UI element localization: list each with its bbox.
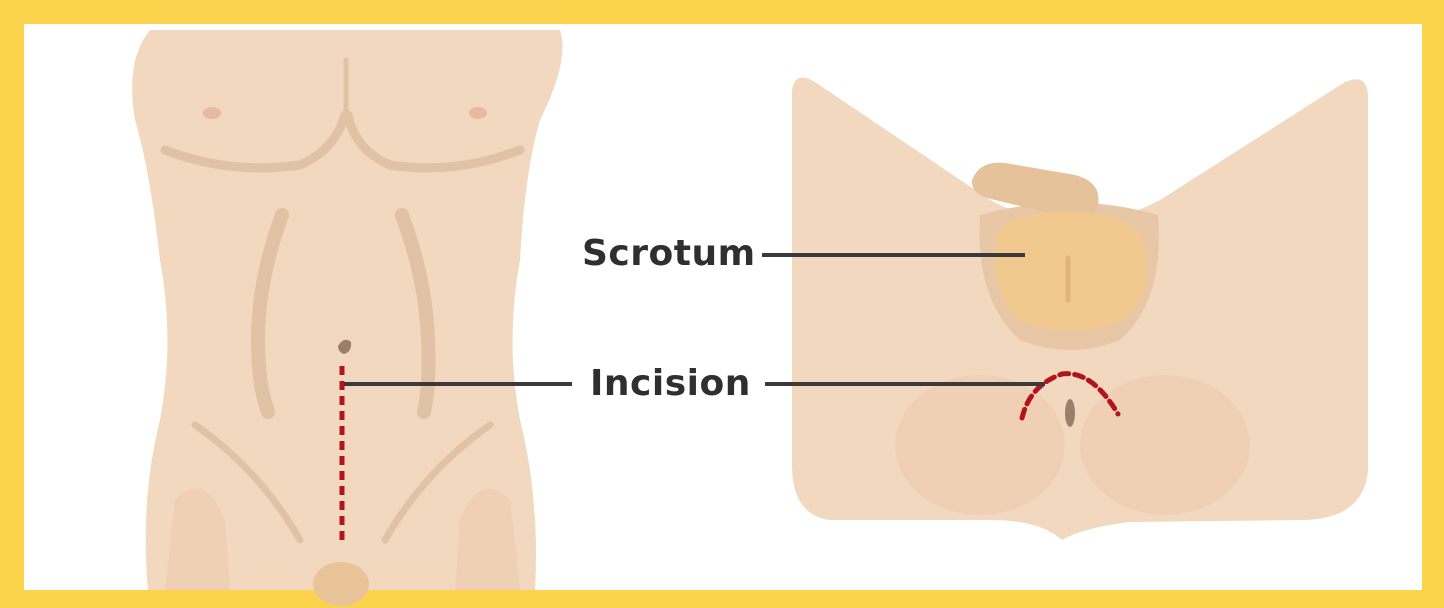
incision-label: Incision: [590, 363, 751, 404]
torso-front-figure: [132, 30, 562, 606]
nipple-left: [203, 107, 221, 119]
scrotum-label: Scrotum: [582, 233, 756, 274]
perineum-figure: [792, 78, 1368, 541]
anus: [1065, 399, 1075, 427]
groin-shape: [313, 562, 369, 606]
scrotum-shape: [996, 212, 1147, 331]
nipple-right: [469, 107, 487, 119]
buttock-left: [895, 375, 1065, 515]
